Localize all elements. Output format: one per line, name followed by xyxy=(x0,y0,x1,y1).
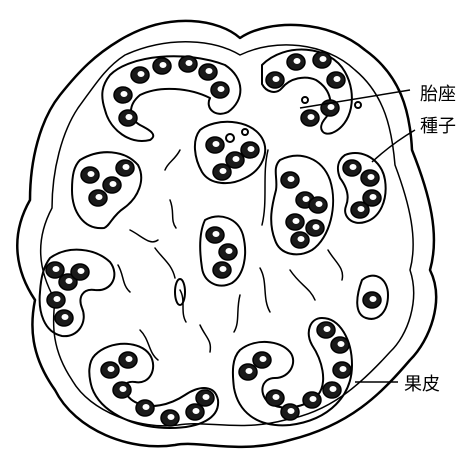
seed-highlight xyxy=(368,174,375,180)
seed-label: 種子 xyxy=(420,116,456,137)
septum-9 xyxy=(140,330,158,360)
seed-highlight xyxy=(316,201,323,207)
seed-highlight xyxy=(123,164,130,170)
seed-highlight xyxy=(350,164,357,170)
seed-highlight xyxy=(126,356,133,362)
seed-highlight xyxy=(288,176,295,182)
septum-11 xyxy=(328,250,343,280)
seed-highlight xyxy=(328,104,335,110)
seed-highlight xyxy=(294,58,301,64)
seed-highlight xyxy=(88,171,95,177)
seed-highlight xyxy=(108,366,115,372)
seed-highlight xyxy=(310,396,317,402)
central-strand xyxy=(175,279,185,305)
seed-highlight xyxy=(220,266,227,272)
septum-8 xyxy=(290,270,315,300)
seed-highlight xyxy=(340,366,347,372)
seed-highlight xyxy=(303,196,310,202)
seed-highlight xyxy=(248,146,255,152)
seed-highlight xyxy=(338,341,345,347)
seed-highlight xyxy=(288,408,295,414)
seed-highlight xyxy=(138,71,145,77)
pericarp-label: 果皮 xyxy=(404,374,440,395)
seed-highlight xyxy=(110,181,117,187)
seed-highlight xyxy=(298,236,305,242)
seed-highlight xyxy=(334,76,341,82)
seed-highlight xyxy=(273,394,280,400)
seed-highlight xyxy=(370,194,377,200)
inner-wall xyxy=(41,42,414,426)
seed-highlight xyxy=(53,266,60,272)
seed-highlight xyxy=(160,62,167,68)
seed-highlight xyxy=(62,314,69,320)
seed-highlight xyxy=(226,248,233,254)
seed-group xyxy=(46,52,381,426)
seed-highlight xyxy=(213,231,220,237)
seed-highlight xyxy=(193,408,200,414)
septum-12 xyxy=(170,200,176,228)
seed-highlight xyxy=(78,268,85,274)
seed-highlight xyxy=(126,114,133,120)
seed-highlight xyxy=(121,91,128,97)
seed-highlight xyxy=(233,156,240,162)
vascular-bundle-4 xyxy=(355,102,361,108)
seed-highlight xyxy=(213,141,220,147)
seed-highlight xyxy=(203,394,210,400)
seed-highlight xyxy=(66,278,73,284)
seed-highlight xyxy=(220,168,227,174)
seed-highlight xyxy=(370,296,377,302)
seed-highlight xyxy=(143,404,150,410)
septum-7 xyxy=(260,268,270,312)
seed-highlight xyxy=(320,56,327,62)
seed-highlight xyxy=(120,386,127,392)
seed-highlight xyxy=(246,368,253,374)
septum-3 xyxy=(130,230,158,242)
seed-highlight xyxy=(260,356,267,362)
seed-highlight xyxy=(218,86,225,92)
seed-highlight xyxy=(54,296,61,302)
vascular-bundle-3 xyxy=(302,97,308,103)
seed-highlight xyxy=(324,326,331,332)
seed-highlight xyxy=(330,386,337,392)
seed-highlight xyxy=(96,194,103,200)
seed-highlight xyxy=(186,60,193,66)
seed-highlight xyxy=(358,206,365,212)
seed-highlight xyxy=(273,76,280,82)
septum-2 xyxy=(165,150,180,170)
seed-highlight xyxy=(168,414,175,420)
septum-13 xyxy=(234,295,240,332)
seed-highlight xyxy=(313,224,320,230)
septum-4 xyxy=(155,248,175,278)
seed-highlight xyxy=(206,68,213,74)
vascular-bundle-2 xyxy=(242,129,248,135)
placenta-label: 胎座 xyxy=(420,84,456,105)
septum-10 xyxy=(200,325,210,352)
septum-5 xyxy=(118,265,130,292)
seed-highlight xyxy=(293,218,300,224)
seed-highlight xyxy=(308,114,315,120)
vascular-bundle-1 xyxy=(226,134,234,142)
